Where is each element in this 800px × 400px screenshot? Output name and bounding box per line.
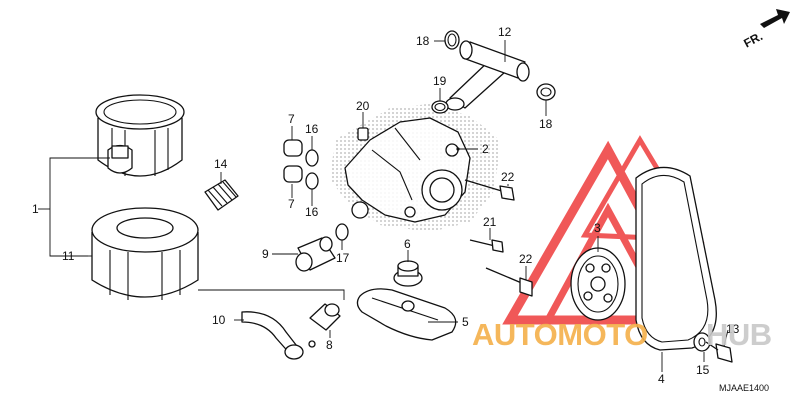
joint-8: [309, 303, 341, 331]
callout-22-lower: 22: [519, 252, 533, 266]
callout-21: 21: [483, 215, 497, 229]
direction-label: FR.: [741, 29, 765, 50]
pipe-10: [198, 289, 345, 360]
callout-16-upper: 16: [305, 122, 319, 136]
leader-lines: [84, 40, 729, 372]
callout-18-lower: 18: [539, 117, 553, 131]
oil-filter-cap: [95, 94, 185, 177]
callout-7-upper: 7: [288, 112, 295, 126]
drive-chain-4: [635, 166, 717, 351]
callout-17: 17: [336, 251, 350, 265]
watermark-text-part2: HUB: [706, 317, 772, 352]
watermark-text: AUTOMOTO HUB: [472, 317, 772, 352]
diagram-code: MJAAE1400: [719, 383, 769, 393]
bolt-22-lower: [485, 267, 533, 297]
oil-pump-body: [330, 104, 500, 232]
o-ring-16-upper: [305, 149, 319, 167]
dowel-pin-20: [357, 127, 369, 141]
callout-3: 3: [594, 221, 601, 235]
collar-7-upper: [283, 139, 303, 157]
callout-12: 12: [498, 25, 512, 39]
arrow-icon: [760, 9, 790, 28]
callout-1: 1: [32, 202, 39, 216]
callout-4: 4: [658, 372, 665, 386]
callout-2: 2: [482, 142, 489, 156]
o-ring-18-right: [536, 83, 556, 101]
callout-16-lower: 16: [305, 205, 319, 219]
callout-10: 10: [212, 313, 226, 327]
o-ring-17: [335, 223, 349, 241]
bolt-22-upper: [464, 179, 515, 201]
oil-pipe-12: [445, 40, 530, 111]
callout-5: 5: [462, 315, 469, 329]
callout-13: 13: [726, 322, 740, 336]
joint-9: [295, 236, 336, 272]
bolt-21: [469, 239, 504, 253]
sprocket-3: [570, 247, 626, 321]
oil-filter-element: [91, 207, 199, 300]
washer-15: [693, 332, 711, 352]
plug-6: [393, 260, 423, 287]
o-ring-19: [431, 100, 449, 114]
group-bracket-1: [38, 157, 110, 257]
callout-11: 11: [62, 249, 75, 263]
stud-14: [204, 172, 239, 211]
o-ring-16-lower: [305, 172, 319, 190]
bolt-13: [705, 341, 733, 363]
callout-18-upper: 18: [416, 34, 430, 48]
callout-19: 19: [433, 74, 447, 88]
front-direction-indicator: FR.: [741, 9, 790, 51]
callout-9: 9: [262, 247, 269, 261]
callout-20: 20: [356, 99, 370, 113]
strainer-5: [356, 288, 457, 341]
watermark-text-part1: AUTOMOTO: [472, 317, 648, 352]
collar-7-lower: [283, 165, 303, 183]
o-ring-18-top: [444, 30, 460, 50]
callout-7-lower: 7: [288, 197, 295, 211]
callout-14: 14: [214, 157, 228, 171]
callout-6: 6: [404, 237, 411, 251]
callout-15: 15: [696, 363, 710, 377]
callout-8: 8: [326, 338, 333, 352]
callout-22-upper: 22: [501, 170, 515, 184]
